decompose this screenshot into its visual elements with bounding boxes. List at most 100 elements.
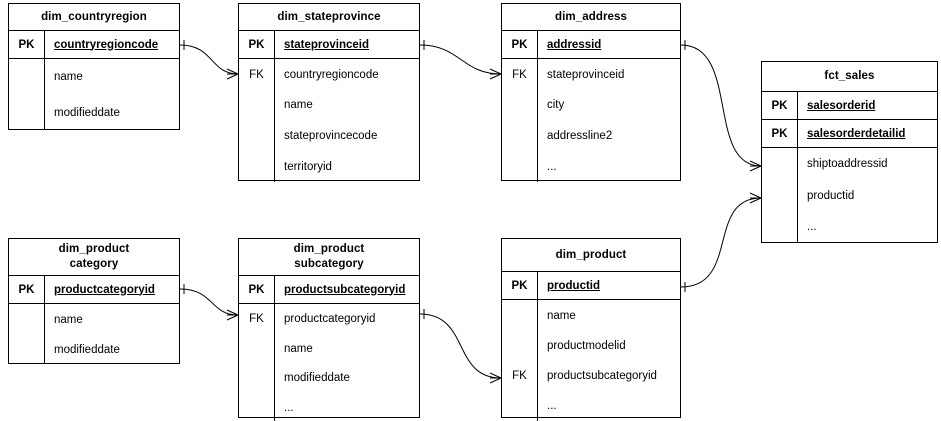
attribute-section: FK stateprovinceid city addressline2... bbox=[502, 59, 680, 182]
attribute-name: territoryid bbox=[284, 160, 332, 173]
entity-title-line: dim_product bbox=[555, 248, 627, 261]
relationship-product-to-fctsales bbox=[680, 192, 762, 292]
attribute-name: productid bbox=[807, 190, 855, 202]
attribute-key-blank bbox=[239, 334, 274, 363]
primary-key-name-text: productsubcategoryid bbox=[284, 283, 406, 296]
relationship-line bbox=[680, 44, 762, 167]
attribute-name: name bbox=[54, 71, 83, 83]
entity-title-line: dim_address bbox=[554, 10, 628, 23]
cardinality-many-crowsfoot-prong bbox=[226, 73, 239, 80]
attribute-name: modifieddate bbox=[54, 106, 120, 119]
primary-key-row: PK addressid bbox=[502, 31, 680, 59]
entity-title: fct_sales bbox=[762, 62, 937, 92]
attribute-section: shiptoaddressid productid... bbox=[762, 148, 937, 242]
primary-key-badge: PK bbox=[502, 31, 538, 58]
relationship-productcategory-to-subcategory bbox=[179, 284, 239, 321]
primary-key-name-text: addressid bbox=[547, 38, 602, 51]
cardinality-many-crowsfoot-prong bbox=[749, 197, 762, 204]
attribute-key-column bbox=[9, 59, 45, 130]
primary-key-row: PK salesorderid bbox=[762, 92, 937, 120]
attribute-name: addressline2 bbox=[547, 129, 613, 142]
primary-key-badge: PK bbox=[239, 31, 275, 58]
cardinality-many-crowsfoot-prong bbox=[489, 68, 502, 75]
attribute-name: name bbox=[54, 313, 83, 326]
primary-key-name: stateprovinceid bbox=[275, 31, 419, 58]
entity-title: dim_address bbox=[502, 4, 680, 31]
primary-key-name: productsubcategoryid bbox=[275, 276, 419, 303]
primary-key-name-text: stateprovinceid bbox=[284, 38, 369, 51]
attribute-name: stateprovincecode bbox=[284, 129, 378, 142]
relationship-line bbox=[419, 44, 502, 75]
attribute-key-blank bbox=[502, 120, 537, 151]
attribute-key-blank bbox=[239, 151, 274, 182]
attribute-name-column: stateprovinceid city addressline2... bbox=[538, 59, 680, 182]
cardinality-many-crowsfoot-prong bbox=[749, 160, 762, 167]
cardinality-many-crowsfoot-prong bbox=[489, 377, 502, 384]
attribute-name: city bbox=[547, 99, 565, 111]
primary-key-name-text: salesorderid bbox=[807, 99, 876, 112]
primary-key-name-text: salesorderdetailid bbox=[807, 127, 906, 140]
attribute-name: ... bbox=[807, 221, 817, 233]
relationship-subcategory-to-product bbox=[419, 309, 502, 384]
attribute-name: ... bbox=[547, 160, 557, 173]
primary-key-row: PK stateprovinceid bbox=[239, 31, 419, 59]
attribute-key-blank bbox=[502, 391, 537, 421]
attribute-name: shiptoaddressid bbox=[807, 158, 888, 170]
attribute-key-blank bbox=[762, 212, 797, 242]
attribute-key-column bbox=[9, 304, 45, 364]
attribute-key-blank bbox=[9, 304, 44, 335]
attribute-key-blank bbox=[502, 90, 537, 120]
primary-key-badge: PK bbox=[762, 92, 798, 119]
cardinality-many-crowsfoot-prong bbox=[226, 309, 239, 316]
primary-key-name-text: productcategoryid bbox=[54, 283, 155, 296]
cardinality-many-crowsfoot-prong bbox=[226, 68, 239, 75]
foreign-key-badge: FK bbox=[512, 370, 527, 382]
primary-key-badge: PK bbox=[9, 276, 45, 303]
attribute-name-column: countryregioncode name stateprovincecode te… bbox=[275, 59, 419, 182]
cardinality-many-crowsfoot-prong bbox=[226, 314, 239, 321]
attribute-key-column: FK bbox=[502, 300, 538, 421]
cardinality-many-crowsfoot-prong bbox=[749, 165, 762, 172]
cardinality-many-crowsfoot-prong bbox=[749, 192, 762, 199]
attribute-name: stateprovinceid bbox=[547, 68, 625, 81]
primary-key-badge: PK bbox=[762, 120, 798, 147]
entity-title-line: dim_product bbox=[293, 243, 365, 255]
attribute-name: productmodelid bbox=[547, 340, 626, 352]
entity-title-line: dim_stateprovince bbox=[277, 10, 381, 23]
attribute-name: countryregioncode bbox=[284, 68, 379, 81]
attribute-name: name bbox=[284, 99, 313, 111]
cardinality-many-crowsfoot-prong bbox=[489, 73, 502, 80]
entity-title-line: dim_product bbox=[58, 243, 130, 255]
primary-key-name-text: countryregioncode bbox=[54, 38, 159, 51]
entity-title-line: dim_countryregion bbox=[41, 10, 147, 23]
relationship-address-to-fctsales bbox=[680, 40, 762, 172]
attribute-key-blank bbox=[239, 393, 274, 421]
entity-title: dim_stateprovince bbox=[239, 4, 419, 31]
attribute-name: ... bbox=[284, 402, 294, 414]
attribute-name: name bbox=[547, 309, 576, 322]
attribute-name: name bbox=[284, 342, 313, 355]
attribute-key-column: FK bbox=[502, 59, 538, 182]
relationship-line bbox=[179, 288, 239, 316]
attribute-key-blank bbox=[9, 335, 44, 364]
attribute-section: name modifieddate bbox=[9, 59, 179, 130]
attribute-key-column bbox=[762, 148, 798, 242]
relationship-stateprovince-to-address bbox=[419, 40, 502, 80]
primary-key-badge: PK bbox=[502, 272, 538, 299]
